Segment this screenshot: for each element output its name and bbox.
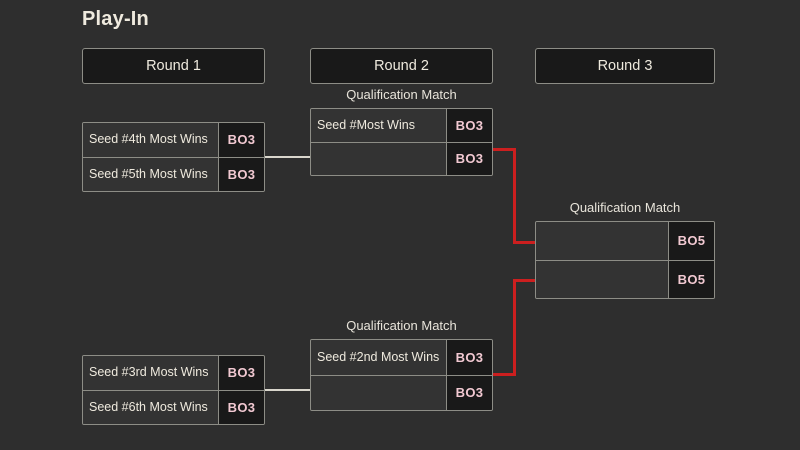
connector-r2-bottom-horizontal [492, 373, 516, 376]
slot-name: Seed #6th Most Wins [83, 390, 218, 424]
match-row[interactable]: Seed #2nd Most Wins BO3 [311, 340, 492, 375]
match-row[interactable]: Seed #4th Most Wins BO3 [83, 123, 264, 157]
round-header-label: Round 1 [146, 58, 201, 74]
round-header-round-3[interactable]: Round 3 [535, 48, 715, 84]
slot-format: BO3 [218, 356, 264, 390]
connector-r3-top-entry [513, 241, 537, 244]
match-row[interactable]: Seed #Most Wins BO3 [311, 109, 492, 142]
match-row[interactable]: Seed #3rd Most Wins BO3 [83, 356, 264, 390]
round-header-label: Round 3 [597, 58, 653, 74]
slot-format: BO3 [446, 109, 492, 142]
slot-format: BO5 [668, 222, 714, 260]
match-row[interactable]: BO3 [311, 141, 492, 175]
match-label-r2-bottom: Qualification Match [346, 318, 457, 333]
connector-r2-top-horizontal [492, 148, 516, 151]
slot-name [311, 142, 446, 175]
slot-name [536, 260, 668, 298]
match-row[interactable]: BO5 [536, 222, 714, 260]
slot-format: BO3 [446, 340, 492, 375]
match-label-r3-final: Qualification Match [569, 200, 681, 215]
match-r1-bottom[interactable]: Seed #3rd Most Wins BO3 Seed #6th Most W… [82, 355, 265, 425]
match-r1-top[interactable]: Seed #4th Most Wins BO3 Seed #5th Most W… [82, 122, 265, 192]
slot-name: Seed #4th Most Wins [83, 123, 218, 157]
round-header-round-2[interactable]: Round 2 [310, 48, 493, 84]
connector-r2-bottom-vertical [513, 279, 516, 376]
slot-name: Seed #2nd Most Wins [311, 340, 446, 375]
match-r2-bottom[interactable]: Seed #2nd Most Wins BO3 BO3 [310, 339, 493, 411]
round-header-round-1[interactable]: Round 1 [82, 48, 265, 84]
slot-name: Seed #3rd Most Wins [83, 356, 218, 390]
slot-format: BO3 [446, 375, 492, 410]
match-row[interactable]: Seed #5th Most Wins BO3 [83, 156, 264, 191]
slot-name: Seed #Most Wins [311, 109, 446, 142]
slot-name [311, 375, 446, 410]
slot-name: Seed #5th Most Wins [83, 157, 218, 191]
page-title: Play-In [82, 8, 149, 30]
slot-format: BO3 [218, 123, 264, 157]
match-r2-top[interactable]: Seed #Most Wins BO3 BO3 [310, 108, 493, 176]
slot-format: BO5 [668, 260, 714, 298]
slot-format: BO3 [218, 390, 264, 424]
slot-format: BO3 [218, 157, 264, 191]
round-header-label: Round 2 [374, 58, 429, 74]
match-row[interactable]: BO3 [311, 374, 492, 410]
match-label-r2-top: Qualification Match [346, 87, 457, 102]
connector-r3-bottom-entry [513, 279, 537, 282]
connector-r1-top-to-r2-top [265, 156, 311, 158]
connector-r1-bottom-to-r2-bottom [265, 389, 311, 391]
match-row[interactable]: BO5 [536, 259, 714, 298]
match-r3-final[interactable]: BO5 BO5 [535, 221, 715, 299]
slot-name [536, 222, 668, 260]
match-row[interactable]: Seed #6th Most Wins BO3 [83, 389, 264, 424]
connector-r2-top-vertical [513, 148, 516, 244]
slot-format: BO3 [446, 142, 492, 175]
